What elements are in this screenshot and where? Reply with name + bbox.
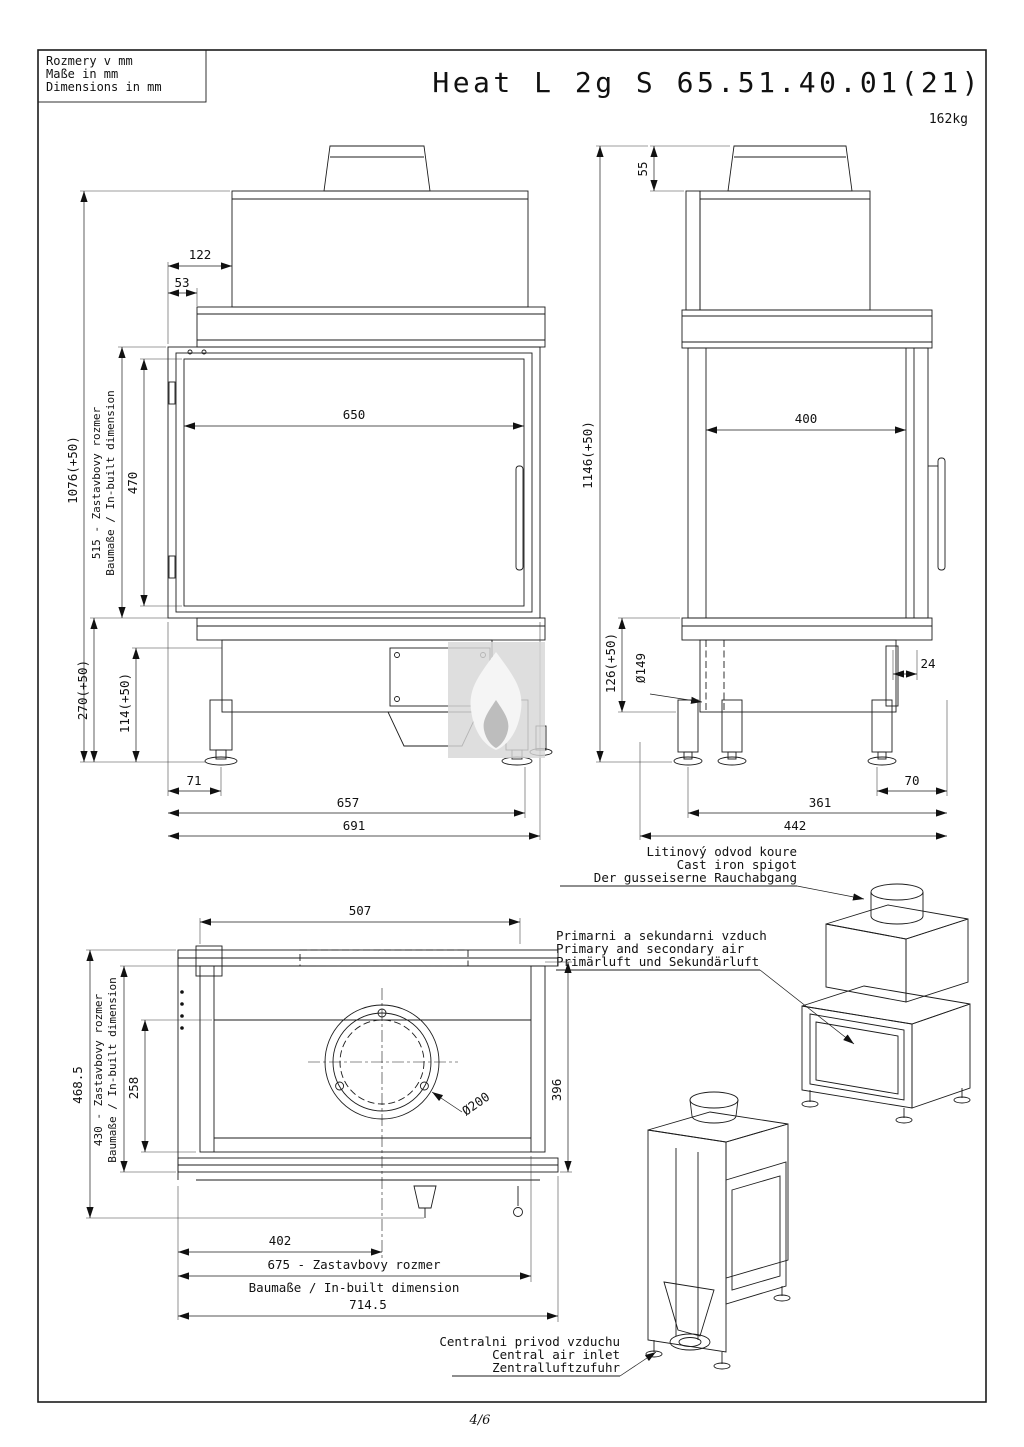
side-view	[673, 145, 946, 766]
dim-430-sublabel: Baumaße / In-built dimension	[106, 977, 119, 1162]
dim-70-label: 70	[904, 773, 919, 788]
flame-inner-icon	[483, 700, 509, 748]
dim-270-label: 270(+50)	[75, 660, 90, 720]
front-view	[167, 145, 553, 766]
dim-442-label: 442	[784, 818, 807, 833]
dim-24-label: 24	[920, 656, 935, 671]
dim-507-label: 507	[349, 903, 372, 918]
smoke-chamber	[231, 190, 529, 308]
iso-glass-door	[809, 1013, 905, 1101]
dim-430-label: 430 - Zastavbovy rozmer	[92, 993, 105, 1146]
dim-468-label: 468.5	[70, 1066, 85, 1104]
iso2-door	[725, 1161, 787, 1305]
dim-650-label: 650	[343, 407, 366, 422]
iso2-funnel	[663, 1281, 715, 1337]
units-box	[37, 49, 207, 103]
top-latch	[413, 1185, 437, 1209]
sheet-border	[37, 49, 987, 1403]
spigot-note-en: Cast iron spigot	[677, 857, 797, 872]
weight-label: 162kg	[929, 112, 968, 127]
dim-114-label: 114(+50)	[117, 673, 132, 733]
spigot-annotation: Litinový odvod koure Cast iron spigot De…	[560, 844, 865, 901]
secondary-air-annotation: Primarni a sekundarni vzduch Primary and…	[556, 928, 855, 1045]
dim-1146-label: 1146(+50)	[580, 421, 595, 489]
dim-200-label: Ø200	[459, 1089, 492, 1119]
page-number: 4/6	[469, 1413, 491, 1428]
dim-1076-label: 1076(+50)	[65, 436, 80, 504]
dim-714-label: 714.5	[349, 1297, 387, 1312]
air-note-de: Primärluft und Sekundärluft	[556, 954, 759, 969]
iso-collar	[870, 883, 924, 901]
iso-view-air-inlet	[645, 1091, 791, 1370]
spigot-note-de: Der gusseiserne Rauchabgang	[594, 870, 797, 885]
dim-400-label: 400	[795, 411, 818, 426]
air-note-en: Primary and secondary air	[556, 941, 745, 956]
dim-149-label: Ø149	[633, 653, 648, 683]
model-title: Heat L 2g S 65.51.40.01(21)	[432, 66, 982, 99]
firebox	[167, 346, 541, 619]
dim-396-label: 396	[549, 1079, 564, 1102]
inlet-note-en: Central air inlet	[492, 1347, 620, 1362]
dim-691-label: 691	[343, 818, 366, 833]
dim-470-label: 470	[125, 472, 140, 495]
dim-515-sublabel: Baumaße / In-built dimension	[104, 390, 117, 575]
door-handle-side	[937, 457, 946, 571]
central-air-annotation: Centralni privod vzduchu Central air inl…	[439, 1334, 657, 1377]
dim-402-label: 402	[269, 1233, 292, 1248]
front-view-dimensions: 122 53 650 470 515 - Zastavbovy rozmer B…	[65, 190, 541, 840]
flue-collar	[323, 145, 431, 192]
dim-675-label: 675 - Zastavbovy rozmer	[267, 1257, 441, 1272]
air-note-cz: Primarni a sekundarni vzduch	[556, 928, 767, 943]
top-body-outline	[199, 965, 546, 1153]
dim-258-label: 258	[126, 1077, 141, 1100]
iso-view-spigot	[801, 883, 971, 1124]
door-handle	[515, 465, 524, 571]
top-view	[177, 945, 559, 1260]
dim-515-label: 515 - Zastavbovy rozmer	[90, 406, 103, 559]
units-line-3: Dimensions in mm	[46, 80, 162, 94]
dim-657-label: 657	[337, 795, 360, 810]
inlet-note-cz: Centralni privod vzduchu	[439, 1334, 620, 1349]
title-block: Rozmery v mm Maße in mm Dimensions in mm…	[37, 49, 987, 1403]
watermark	[448, 642, 545, 758]
units-line-1: Rozmery v mm	[46, 54, 133, 68]
dim-71-label: 71	[186, 773, 201, 788]
inlet-note-de: Zentralluftzufuhr	[492, 1360, 620, 1375]
units-line-2: Maße in mm	[46, 67, 118, 81]
central-air-flange	[669, 1333, 711, 1351]
dim-126-label: 126(+50)	[603, 633, 618, 693]
iso2-collar	[689, 1091, 739, 1109]
dim-675-sublabel: Baumaße / In-built dimension	[249, 1280, 460, 1295]
dim-55-label: 55	[635, 161, 650, 176]
glass-door	[183, 358, 525, 607]
dim-361-label: 361	[809, 795, 832, 810]
side-view-dimensions: 55 400 1146(+50) 126(+50) Ø149 24 70 361…	[580, 145, 948, 840]
spigot-note-cz: Litinový odvod koure	[646, 844, 797, 859]
flue-collar-side	[727, 145, 853, 192]
dim-53-label: 53	[174, 275, 189, 290]
dim-122-label: 122	[189, 247, 212, 262]
